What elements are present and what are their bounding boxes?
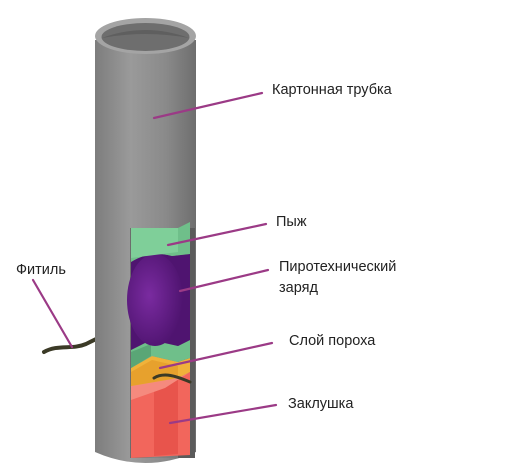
- fuse-inner: [152, 373, 192, 384]
- pyrotechnic-charge: [127, 254, 190, 350]
- leader-line-charge: [178, 268, 270, 293]
- upper-wad: [131, 222, 190, 262]
- label-fuse: Фитиль: [16, 262, 66, 278]
- label-pyrotechnic-charge-line2: заряд: [279, 280, 318, 296]
- leader-line-tube: [152, 91, 264, 120]
- leader-line-wad: [166, 222, 268, 247]
- label-plug: Заклушка: [288, 396, 354, 412]
- leader-lines: [31, 91, 278, 425]
- label-cardboard-tube: Картонная трубка: [272, 82, 392, 98]
- plug-layer: [131, 372, 190, 458]
- leader-line-powder: [158, 341, 274, 370]
- leader-line-plug: [168, 403, 278, 425]
- label-pyrotechnic-charge: Пиротехнический заряд: [279, 257, 396, 299]
- lower-wad: [131, 340, 190, 368]
- label-wad: Пыж: [276, 214, 307, 230]
- label-powder-layer: Слой пороха: [289, 333, 376, 349]
- label-pyrotechnic-charge-line1: Пиротехнический: [279, 259, 397, 275]
- leader-line-fuse: [31, 278, 74, 349]
